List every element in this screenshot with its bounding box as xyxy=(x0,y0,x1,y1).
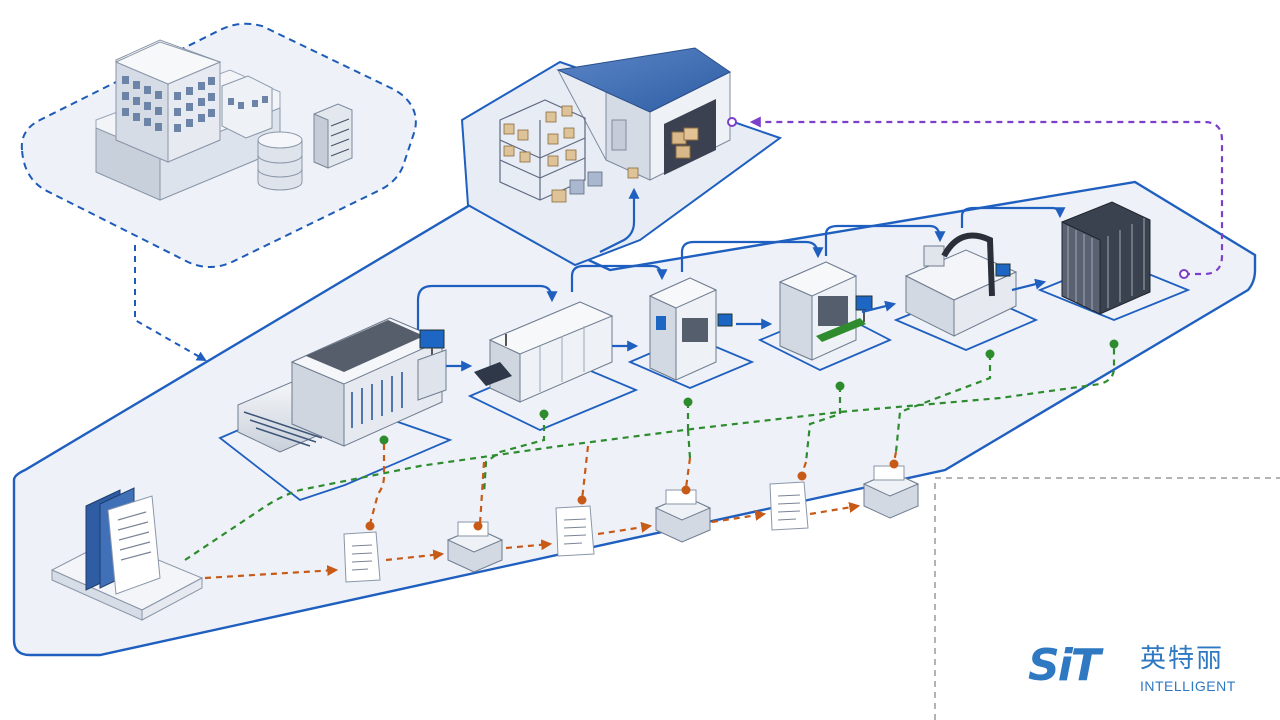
document-icon xyxy=(343,531,381,583)
test-station-icon xyxy=(757,261,893,371)
placeholder-region xyxy=(934,477,1280,720)
traceability-flow xyxy=(184,346,1116,561)
document-icon xyxy=(769,481,809,531)
company-logo: SiT 英特丽 INTELLIGENT xyxy=(1028,640,1268,704)
feedback-end-node xyxy=(727,117,737,127)
warehouse-icon xyxy=(499,47,731,203)
robot-arm-workstation-icon xyxy=(893,232,1039,351)
aoi-machine-icon xyxy=(627,277,755,389)
server-rack-icon xyxy=(313,103,353,169)
office-data-link xyxy=(134,245,207,361)
logo-english-name: INTELLIGENT xyxy=(1140,678,1236,694)
logo-chinese-name: 英特丽 xyxy=(1140,644,1225,674)
binder-documents-icon xyxy=(50,487,204,621)
reflow-oven-icon xyxy=(467,301,639,431)
feedback-flow xyxy=(749,116,1224,276)
material-flow xyxy=(416,187,1066,372)
record-flow xyxy=(204,444,898,580)
logo-mark: SiT xyxy=(1028,640,1101,691)
record-nodes xyxy=(365,459,899,531)
smt-placement-machine-icon xyxy=(218,317,453,502)
feedback-start-node xyxy=(1179,269,1189,279)
office-building-icon xyxy=(95,39,281,201)
magazine-rack-icon xyxy=(1037,201,1191,321)
traceability-nodes xyxy=(379,339,1119,445)
database-icon xyxy=(257,131,303,191)
archive-box-icon xyxy=(654,489,712,543)
document-icon xyxy=(555,505,595,557)
archive-box-icon xyxy=(862,465,920,519)
